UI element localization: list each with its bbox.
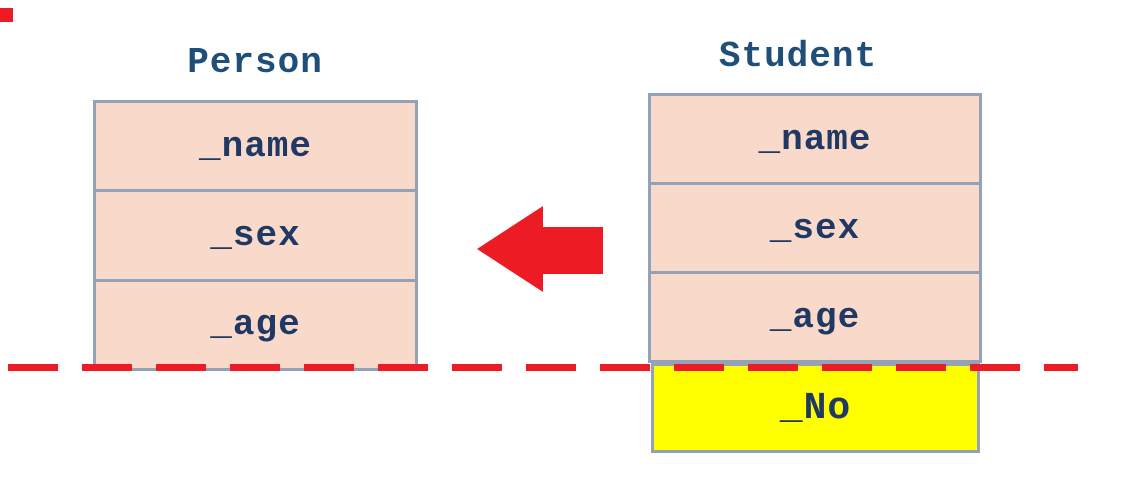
student-field-age: _age: [651, 271, 979, 360]
student-field-name: _name: [758, 118, 872, 160]
person-field-sex: _sex: [96, 189, 415, 278]
student-class-title: Student: [718, 36, 878, 77]
student-class-box: _name _sex _age: [648, 93, 982, 363]
person-class-title: Person: [187, 42, 323, 83]
left-block-arrow-icon: [477, 206, 603, 292]
student-field-sex: _sex: [651, 182, 979, 271]
student-sliced-field-no: _No: [651, 363, 980, 453]
person-field-age: _age: [96, 278, 415, 368]
red-corner-mark: [0, 8, 13, 22]
red-dashed-slice-line: [8, 364, 1078, 371]
person-class-box: _name _sex _age: [93, 100, 418, 371]
person-field-name: _name: [198, 125, 313, 167]
